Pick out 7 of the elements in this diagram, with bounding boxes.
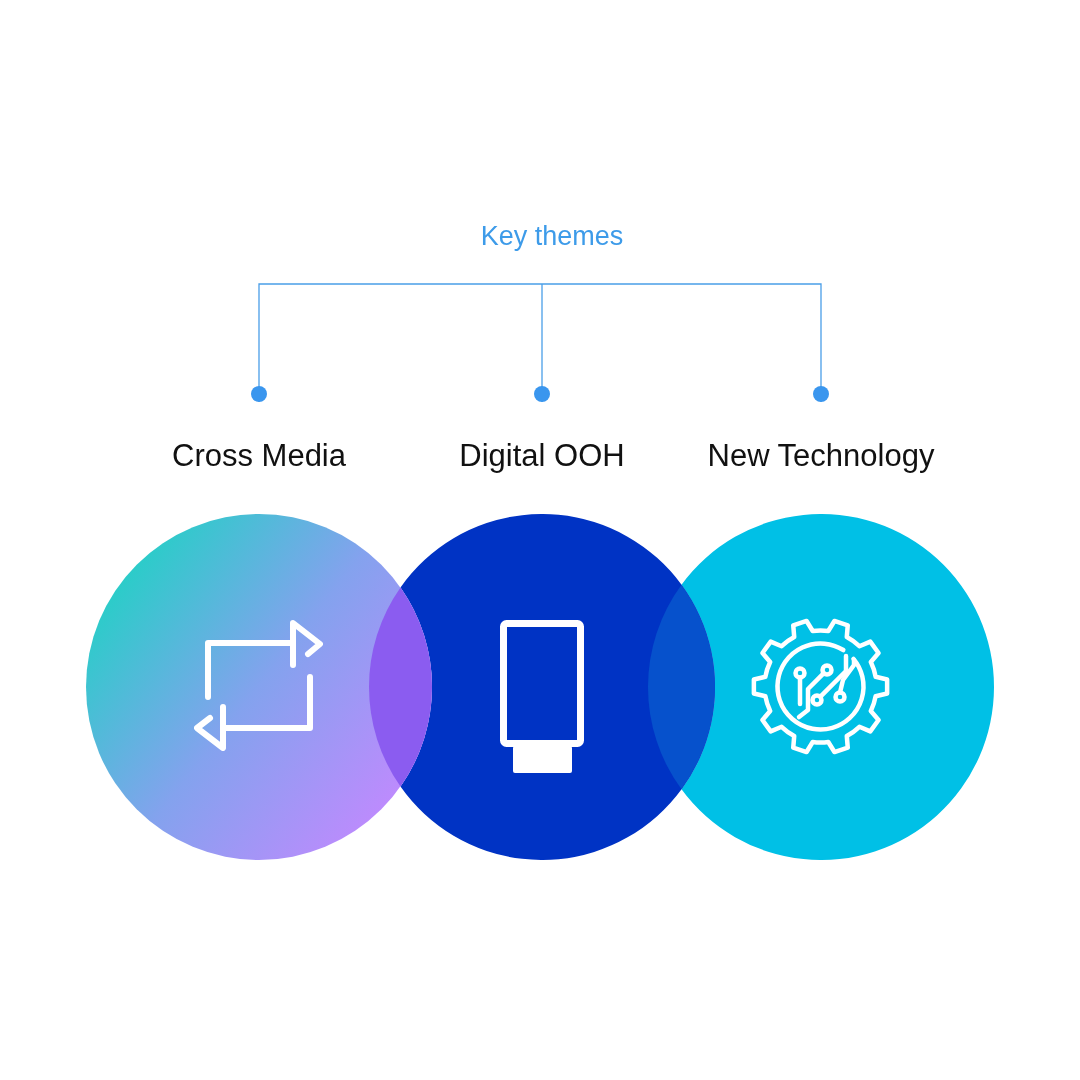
connector-line	[534, 283, 550, 403]
theme-label: Cross Media	[172, 438, 346, 474]
connector-line	[251, 283, 543, 403]
theme-label: Digital OOH	[459, 438, 625, 474]
section-heading: Key themes	[480, 220, 624, 252]
connector-line	[541, 283, 829, 403]
theme-label: New Technology	[707, 438, 935, 474]
